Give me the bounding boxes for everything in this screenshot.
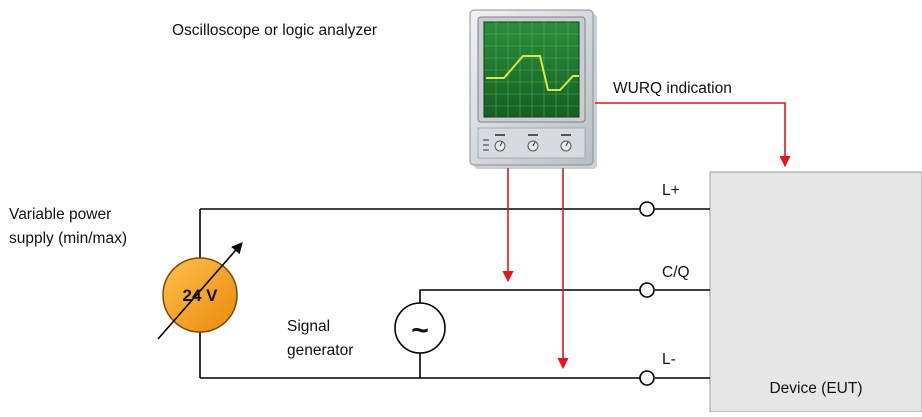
variable-power-supply-icon: 24 V	[157, 242, 243, 340]
device-eut-box	[709, 171, 922, 413]
siggen-symbol: ~	[411, 314, 429, 347]
device-label: Device (EUT)	[769, 380, 862, 397]
scope-label: Oscilloscope or logic analyzer	[172, 22, 377, 39]
signal-lines	[502, 102, 791, 370]
signal-generator-icon: ~	[394, 302, 446, 354]
terminal-cq	[639, 282, 655, 298]
siggen-label-line2: generator	[287, 342, 353, 359]
siggen-label-line1: Signal	[287, 318, 330, 335]
pin-label-lminus: L-	[662, 351, 676, 368]
terminal-lplus	[639, 201, 655, 217]
terminal-lminus	[639, 370, 655, 386]
psu-value-label: 24 V	[183, 286, 219, 305]
wire-cq	[419, 289, 640, 303]
wurq-label: WURQ indication	[613, 80, 732, 97]
pin-label-cq: C/Q	[662, 264, 690, 281]
oscilloscope-icon	[469, 9, 597, 169]
wurq-indication-line	[595, 102, 791, 168]
circuit-wires	[199, 208, 710, 379]
psu-label-line2: supply (min/max)	[9, 230, 127, 247]
pin-label-lplus: L+	[662, 182, 680, 199]
psu-label-line1: Variable power	[9, 206, 111, 223]
